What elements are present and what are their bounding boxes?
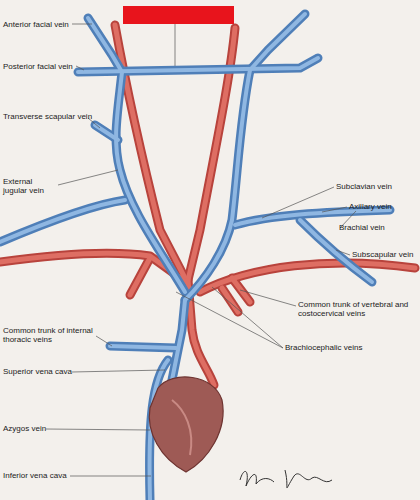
part-label: Azygos vein [3,424,83,433]
redaction-box [123,6,234,24]
part-label: Anterior facial vein [3,20,83,29]
part-label: Common trunk of vertebral and costocervi… [298,300,410,318]
artist-signature [240,470,332,488]
part-label: Superior vena cava [3,367,83,376]
part-label: Transverse scapular vein [3,112,93,121]
heart-highlight [172,400,191,455]
part-label: Subscapular vein [352,250,420,259]
veins [0,14,390,500]
leader-lines [46,24,356,476]
part-label: External jugular vein [3,177,58,195]
part-label: Axillary vein [349,202,419,211]
heart-illustration [149,377,223,472]
part-label: Posterior facial vein [3,62,83,71]
part-label: Brachial vein [339,223,419,232]
part-label: Inferior vena cava [3,471,83,480]
part-label: Common trunk of internal thoracic veins [3,326,98,344]
part-label: Subclavian vein [336,182,420,191]
leader-line [175,24,176,68]
part-label: Brachiocephalic veins [285,343,395,352]
